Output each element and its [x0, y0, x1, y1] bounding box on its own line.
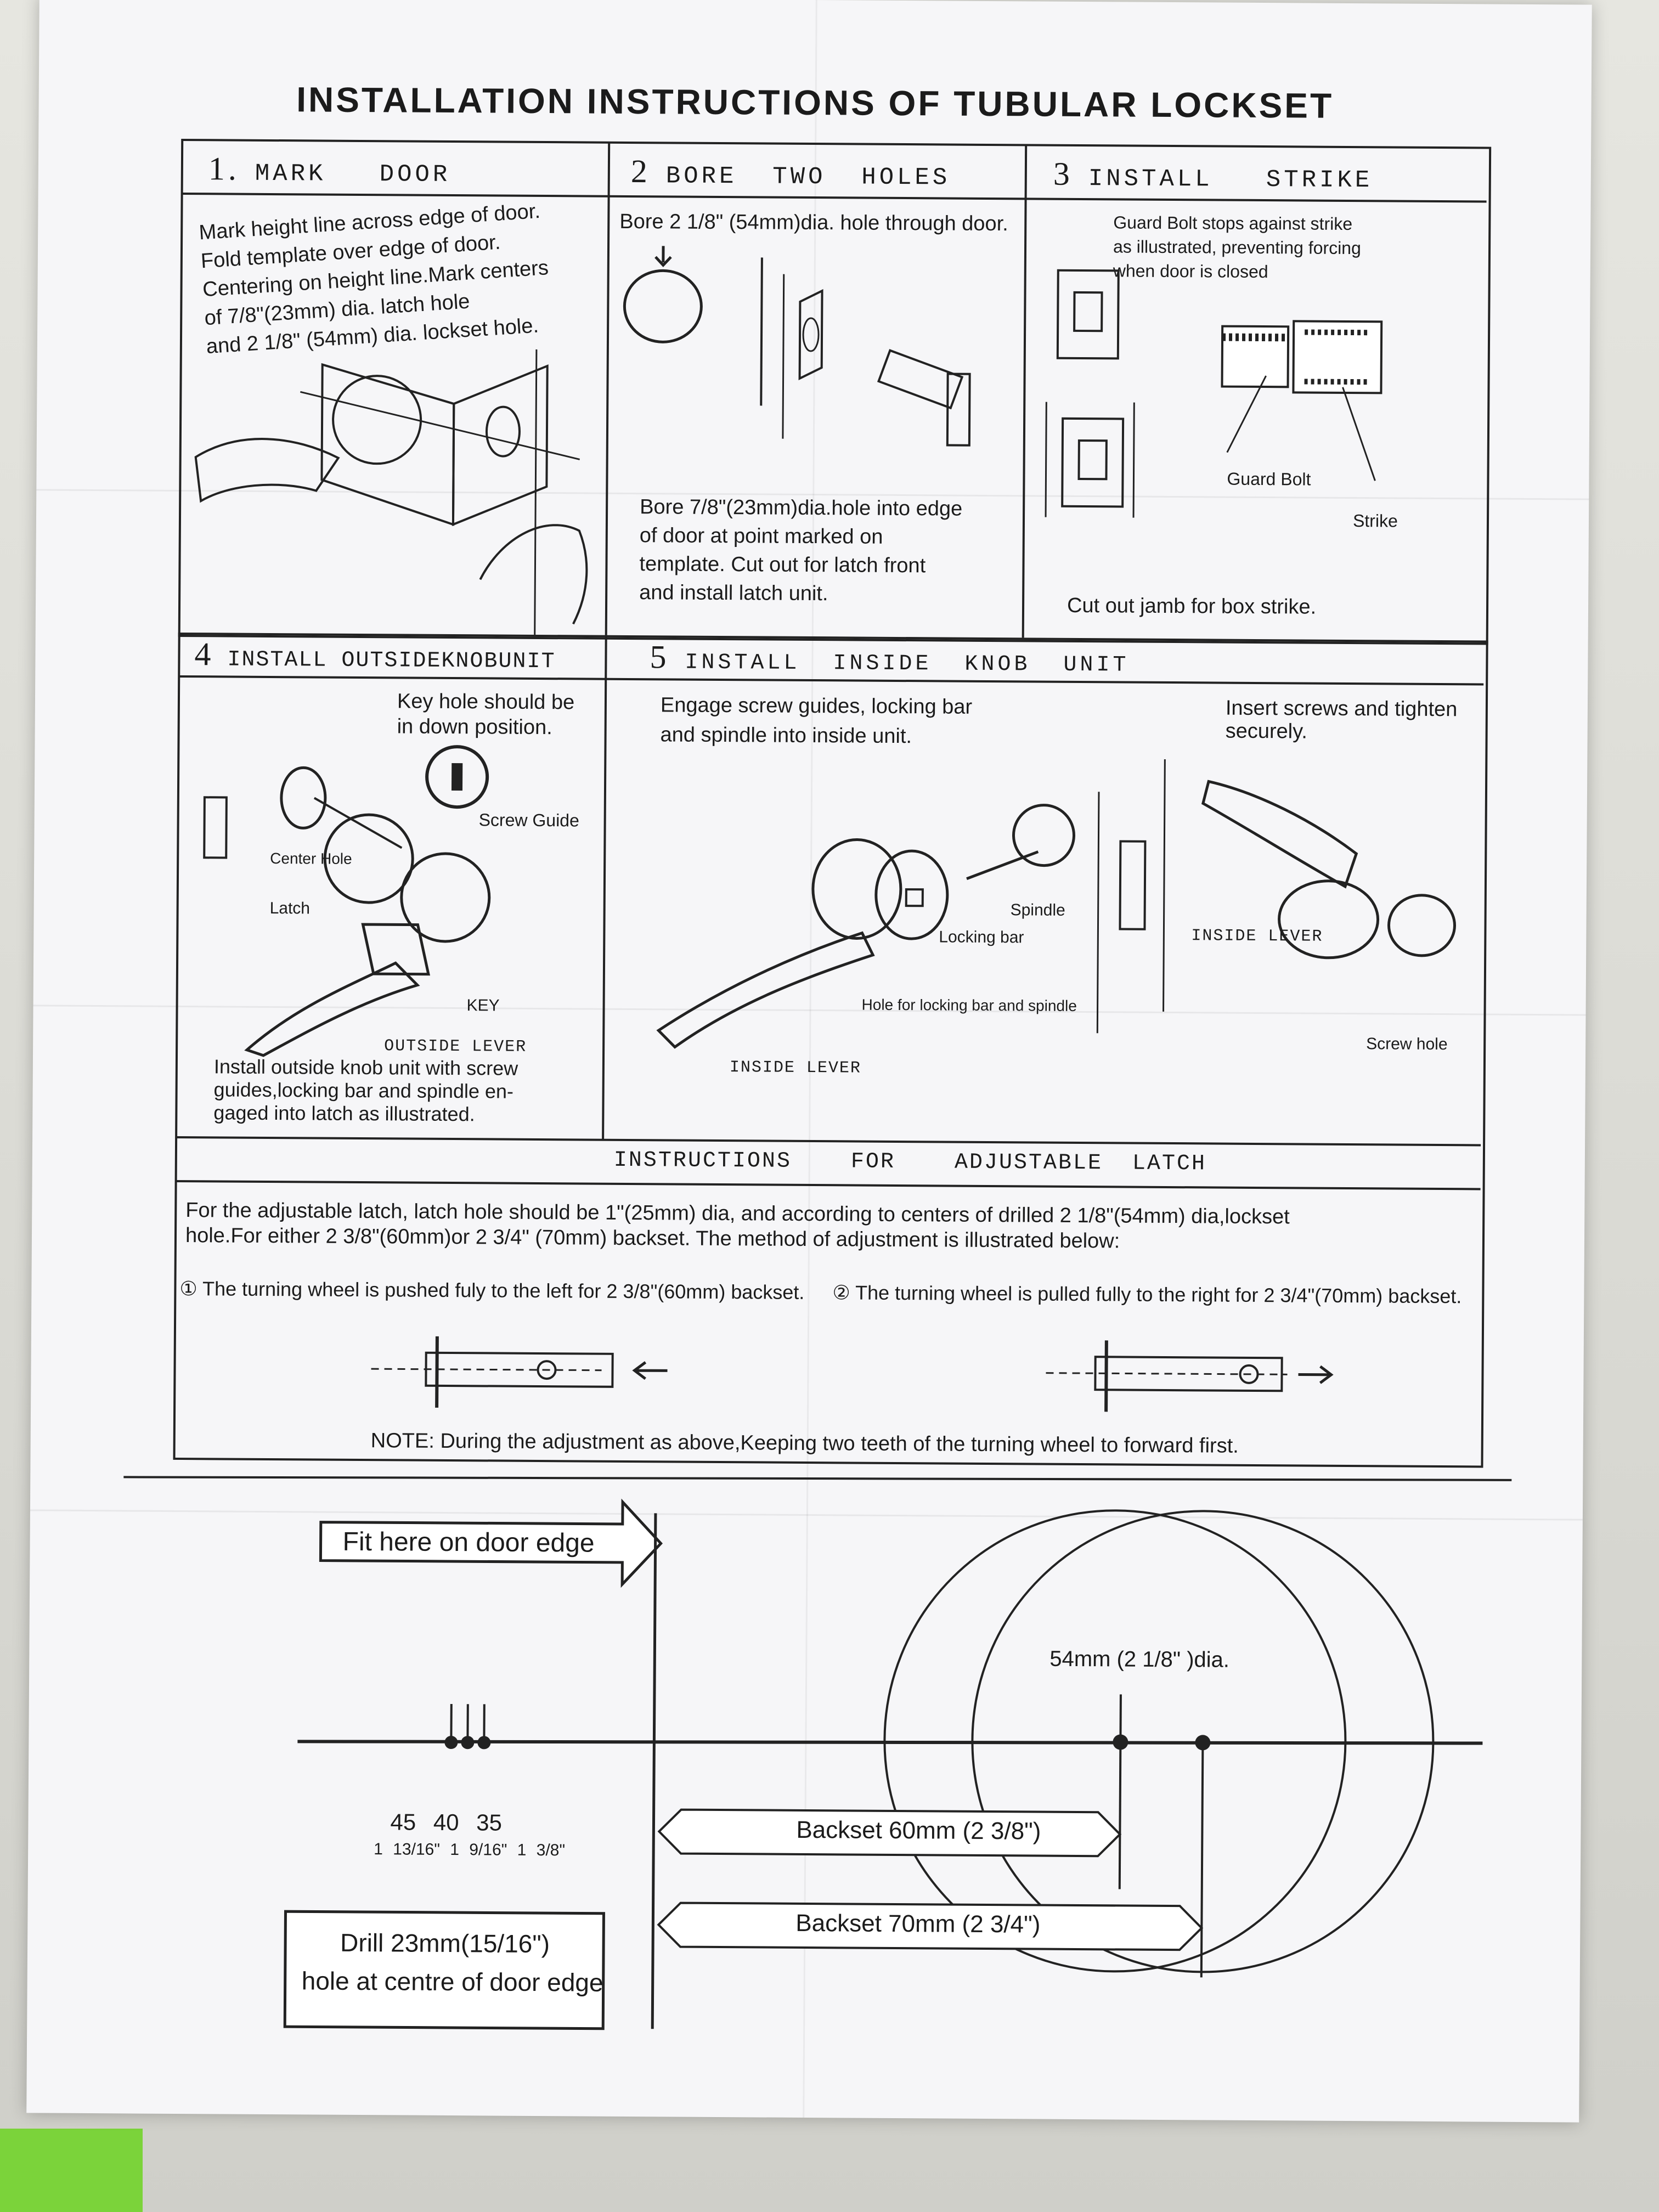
- bore-holes-illustration: [623, 246, 971, 447]
- instruction-sheet: INSTALLATION INSTRUCTIONS OF TUBULAR LOC…: [26, 0, 1592, 2123]
- mark-inch-3: 1 3/8": [517, 1841, 566, 1860]
- mark-inch-2: 1 9/16": [450, 1841, 507, 1859]
- inside-knob-illustration: [656, 759, 1457, 1049]
- backset-60-label: Backset 60mm (2 3/8"): [796, 1816, 1041, 1845]
- mark-35: 35: [476, 1809, 503, 1836]
- drill-label-2: hole at centre of door edge: [301, 1966, 603, 1997]
- mark-40: 40: [433, 1809, 459, 1836]
- drill-label-1: Drill 23mm(15/16"): [340, 1928, 550, 1959]
- mark-45: 45: [390, 1809, 416, 1835]
- template-diagram: [123, 1476, 1512, 2030]
- green-object: [0, 2129, 143, 2212]
- mark-mm-labels: 45 40 35: [390, 1808, 502, 1837]
- outside-knob-illustration: [203, 745, 491, 1057]
- mark-inch-1: 1 13/16": [374, 1840, 441, 1859]
- backset-70-label: Backset 70mm (2 3/4"): [795, 1909, 1041, 1938]
- grid-lines: [176, 142, 1487, 1190]
- latch-adjust-diagrams: [371, 1336, 1334, 1412]
- dia-label: 54mm (2 1/8" )dia.: [1049, 1646, 1230, 1672]
- fold-template-illustration: [194, 349, 588, 635]
- mark-inch-labels: 1 13/16" 1 9/16" 1 3/8": [374, 1835, 565, 1865]
- strike-illustration: [1045, 269, 1383, 518]
- fit-here-label: Fit here on door edge: [342, 1527, 595, 1558]
